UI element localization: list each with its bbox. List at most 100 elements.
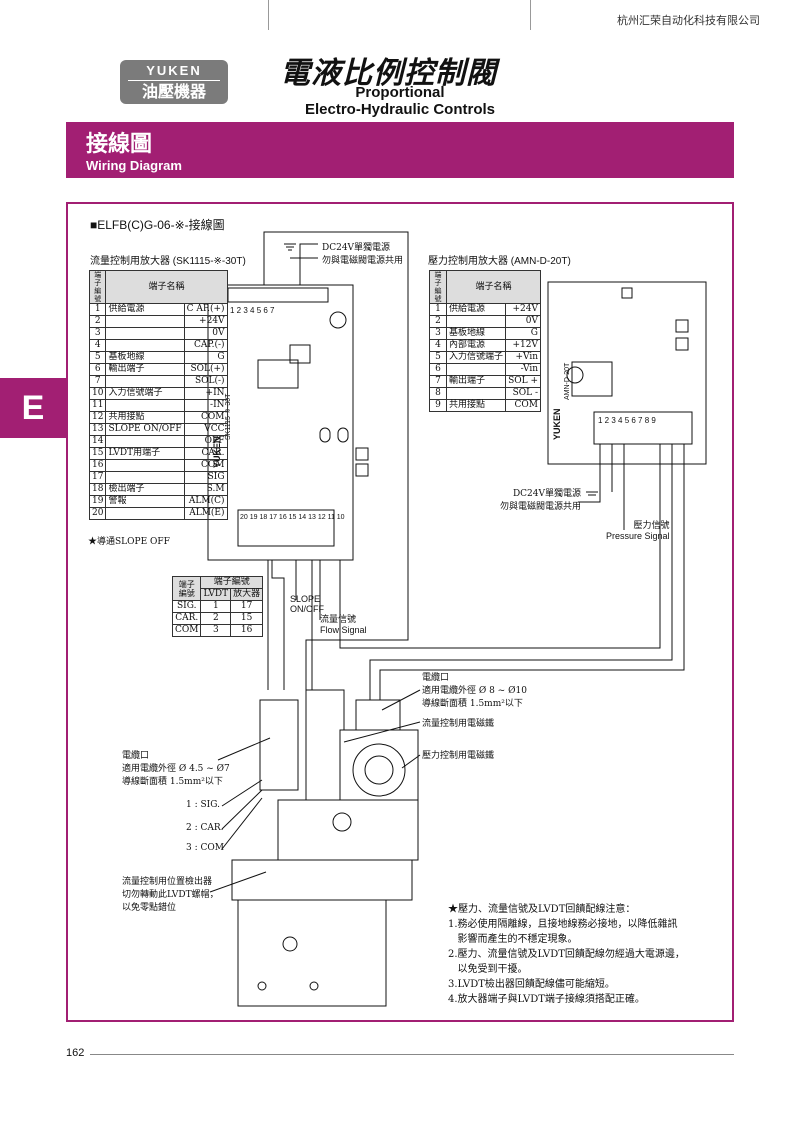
flow-table-hdr-no: 端子編號 <box>88 270 107 304</box>
dc-top-line1: DC24V單獨電源 <box>322 243 391 253</box>
cable-right-line2: 導線斷面積 1.5mm²以下 <box>422 699 523 709</box>
cable-right-title: 電纜口 <box>422 673 450 683</box>
terminal-number: 2 <box>428 315 448 328</box>
dc-top-label: DC24V單獨電源 勿與電磁閥電源共用 <box>322 240 403 266</box>
terminal-name: 0V <box>505 315 541 328</box>
terminal-group <box>446 363 507 376</box>
terminal-name: S.M <box>183 483 228 496</box>
lvdt-cell-name: SIG. <box>171 600 202 613</box>
terminal-group: 共用接點 <box>446 399 507 412</box>
terminal-number: 1 <box>428 303 448 316</box>
slope-label: SLOPE ON/OFF <box>290 594 324 614</box>
terminal-name: OFF <box>183 435 228 448</box>
terminal-group: 基板地線 <box>446 327 507 340</box>
note-line: 影響而產生的不穩定現象。 <box>448 934 578 945</box>
lvdt-table-hdr-span: 端子編號 <box>200 576 264 589</box>
terminal-group: 警報 <box>105 495 185 508</box>
terminal-group <box>105 399 185 412</box>
terminal-name: +12V <box>505 339 541 352</box>
dc-right-line2: 勿與電磁閥電源共用 <box>500 502 582 512</box>
terminal-number: 3 <box>428 327 448 340</box>
terminal-group: 輸出端子 <box>446 375 507 388</box>
terminal-number: 8 <box>428 387 448 400</box>
top-guide-left <box>268 0 269 30</box>
terminal-group <box>105 327 185 340</box>
pressure-terminal-block <box>593 411 693 445</box>
terminal-name: SOL + <box>505 375 541 388</box>
terminal-number: 4 <box>88 339 107 352</box>
section-banner: 接線圖 Wiring Diagram <box>66 122 734 178</box>
terminal-name: G <box>183 351 228 364</box>
terminal-name: +IN <box>183 387 228 400</box>
pressure-signal-label: 壓力信號 Pressure Signal <box>606 518 670 541</box>
terminal-group: 輸出端子 <box>105 363 185 376</box>
slope-note: ★導通SLOPE OFF <box>88 537 170 547</box>
terminal-number: 6 <box>428 363 448 376</box>
terminal-number: 6 <box>88 363 107 376</box>
note-line: 2.壓力、流量信號及LVDT回饋配線勿經過大電源邊， <box>448 949 685 960</box>
pressure-table-hdr-name: 端子名稱 <box>446 270 541 304</box>
terminal-name: SOL(+) <box>183 363 228 376</box>
terminal-name: COM <box>505 399 541 412</box>
pressure-amplifier-board <box>547 281 707 465</box>
flow-board-chip <box>289 344 311 364</box>
cable-left-line2: 導線斷面積 1.5mm²以下 <box>122 777 223 787</box>
lvdt-cell-amp: 15 <box>230 612 264 625</box>
terminal-number: 12 <box>88 411 107 424</box>
pin-3-label: 3 : COM <box>186 843 224 853</box>
pressure-amp-title: 壓力控制用放大器 (AMN-D-20T) <box>428 256 571 267</box>
terminal-number: 17 <box>88 471 107 484</box>
lvdt-cell-lvdt: 3 <box>200 624 232 637</box>
notes-title: ★壓力、流量信號及LVDT回饋配線注意： <box>448 904 636 915</box>
terminal-group <box>105 375 185 388</box>
terminal-number: 14 <box>88 435 107 448</box>
slope-line1: SLOPE <box>290 594 321 604</box>
flow-signal-label: 流量信號 Flow Signal <box>320 612 367 635</box>
valve-middle-body <box>231 859 413 901</box>
flow-board-pot <box>329 311 347 329</box>
lvdt-table-hdr-no: 端子編號 <box>171 576 202 601</box>
terminal-group: SLOPE ON/OFF <box>105 423 185 436</box>
lvdt-cell-amp: 16 <box>230 624 264 637</box>
table-row: 2+24V <box>88 315 228 328</box>
terminal-group <box>446 387 507 400</box>
banner-en: Wiring Diagram <box>86 158 182 173</box>
table-row: 14 OFF <box>88 435 228 448</box>
logo-zh: 油壓機器 <box>141 82 206 101</box>
flow-table-hdr-name: 端子名稱 <box>105 270 228 304</box>
title-en-1: Proportional <box>355 84 445 101</box>
terminal-number: 20 <box>88 507 107 520</box>
pressure-solenoid-label: 壓力控制用電磁鐵 <box>422 751 495 761</box>
dc-right-line1: DC24V單獨電源 <box>512 489 582 499</box>
wiring-notes: ★壓力、流量信號及LVDT回饋配線注意： 1.務必使用隔離線，且接地線務必接地，… <box>448 902 685 1007</box>
lvdt-line2: 以免零點錯位 <box>122 903 177 913</box>
terminal-name: ALM(E) <box>183 507 228 520</box>
terminal-number: 2 <box>88 315 107 328</box>
terminal-number: 13 <box>88 423 107 436</box>
terminal-number: 7 <box>88 375 107 388</box>
terminal-name: -Vin <box>505 363 541 376</box>
cable-left-label: 電纜口 適用電纜外徑 Ø 4.5 ~ Ø7 導線斷面積 1.5mm²以下 <box>122 748 230 787</box>
lvdt-title: 流量控制用位置檢出器 <box>122 877 213 887</box>
side-tab: E <box>0 378 66 438</box>
lvdt-label: 流量控制用位置檢出器 切勿轉動此LVDT螺帽， 以免零點錯位 <box>122 874 219 913</box>
terminal-group: 共用接點 <box>105 411 185 424</box>
terminal-name: C AP.(+) <box>183 303 228 316</box>
flow-bottom-terminal-numbers: 20 19 18 17 16 15 14 13 12 11 10 <box>240 514 345 521</box>
terminal-number: 10 <box>88 387 107 400</box>
terminal-name: SOL(-) <box>183 375 228 388</box>
table-row: 20 ALM(E) <box>88 507 228 520</box>
note-line: 3.LVDT檢出器回饋配線儘可能縮短。 <box>448 979 615 990</box>
terminal-group <box>105 339 185 352</box>
flow-solenoid-body <box>305 689 345 801</box>
